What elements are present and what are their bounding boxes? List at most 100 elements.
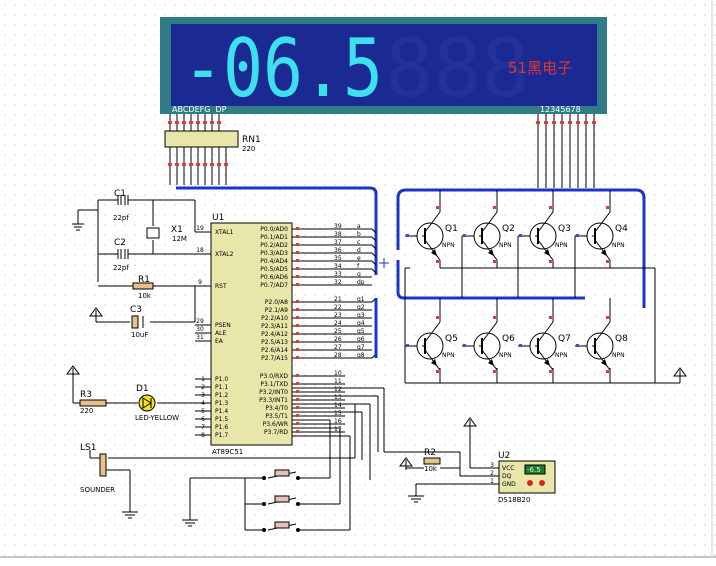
u1-pin-number: 8 bbox=[201, 432, 205, 439]
u2-name: U2 bbox=[498, 451, 510, 461]
d1-name: D1 bbox=[136, 384, 149, 394]
u1-pin-number: 10 bbox=[334, 370, 342, 377]
u1-microcontroller[interactable]: U1 AT89C51 bbox=[210, 213, 293, 456]
u1-pin-label: P3.5/T1 bbox=[265, 413, 288, 420]
u1-pin-number: 11 bbox=[334, 378, 342, 385]
u1-pin-label: P3.7/RD bbox=[264, 429, 288, 436]
transistor-type: NPN bbox=[612, 242, 625, 249]
u1-pin-label: P0.7/AD7 bbox=[260, 282, 288, 289]
u1-pin-number: 33 bbox=[334, 271, 342, 278]
u1-pin-number: 1 bbox=[201, 376, 205, 383]
u1-pin-number: 2 bbox=[201, 384, 205, 391]
u1-pin-number: 17 bbox=[334, 426, 342, 433]
ls1-value: SOUNDER bbox=[80, 486, 115, 494]
x1-value: 12M bbox=[172, 235, 187, 243]
p2-net-label: q5 bbox=[357, 328, 365, 335]
u1-pin-number: 37 bbox=[334, 239, 342, 246]
r3-name: R3 bbox=[80, 390, 92, 400]
d1-value: LED-YELLOW bbox=[135, 414, 179, 422]
p2-net-label: q8 bbox=[357, 352, 365, 359]
u1-pin-number: 28 bbox=[334, 352, 342, 359]
transistor-type: NPN bbox=[555, 242, 568, 249]
ls1-name: LS1 bbox=[80, 443, 96, 453]
u1-pin-number: 30 bbox=[196, 326, 204, 333]
u1-pin-label: P0.5/AD5 bbox=[260, 266, 288, 273]
x1-crystal[interactable]: X1 12M bbox=[146, 225, 187, 243]
r1-resistor[interactable]: R1 10k bbox=[132, 275, 154, 300]
c1-capacitor[interactable]: C1 22pf bbox=[113, 189, 129, 222]
u1-pin-label: P2.2/A10 bbox=[261, 315, 288, 322]
display-segment-pin-markers bbox=[168, 121, 221, 124]
transistor-type: NPN bbox=[499, 242, 512, 249]
display-digit-pin-labels: 12345678 bbox=[540, 105, 581, 114]
r3-value: 220 bbox=[80, 407, 93, 415]
u1-pin-number: 35 bbox=[334, 255, 342, 262]
p0-net-label: c bbox=[357, 239, 360, 246]
u1-pin-label: P0.0/AD0 bbox=[260, 226, 288, 233]
u1-pin-number: 27 bbox=[334, 344, 342, 351]
transistor-type: NPN bbox=[499, 352, 512, 359]
u1-pin-label: XTAL2 bbox=[215, 251, 234, 258]
u1-pin-label: P0.2/AD2 bbox=[260, 242, 288, 249]
seven-segment-display[interactable]: -06.5 888 51黑电子 ABCDEFG DP 12345678 bbox=[160, 17, 607, 115]
u2-pin-label: GND bbox=[502, 481, 516, 488]
u1-pin-label: P1.6 bbox=[215, 424, 228, 431]
push-button-3[interactable] bbox=[262, 521, 300, 532]
transistor-name: Q7 bbox=[558, 334, 571, 344]
display-digit-pin-markers bbox=[536, 121, 596, 124]
rn1-resistor-network[interactable]: RN1 220 bbox=[164, 130, 261, 153]
u1-pin-label: P3.2/INT0 bbox=[259, 389, 288, 396]
c3-capacitor[interactable]: C3 10uF bbox=[130, 305, 148, 339]
u1-pin-number: 5 bbox=[201, 408, 205, 415]
p0-net-label: a bbox=[357, 223, 361, 230]
r2-resistor[interactable]: R2 10k bbox=[423, 448, 441, 473]
push-button-1[interactable] bbox=[262, 469, 300, 480]
u1-pin-label: EA bbox=[215, 338, 224, 345]
display-segment-pin-labels: ABCDEFG DP bbox=[172, 105, 227, 114]
u1-pin-number: 22 bbox=[334, 304, 342, 311]
u2-reading: -6.5 bbox=[527, 466, 541, 474]
crystal-oscillator-circuit bbox=[72, 195, 211, 323]
u1-pin-number: 34 bbox=[334, 263, 342, 270]
u2-temperature-sensor[interactable]: -6.5 U2 DS18B20 bbox=[498, 451, 556, 504]
rn1-name: RN1 bbox=[242, 135, 261, 145]
r3-resistor[interactable]: R3 220 bbox=[79, 390, 107, 415]
sounder-wires bbox=[89, 450, 355, 519]
u1-pin-number: 12 bbox=[334, 386, 342, 393]
display-brand-label: 51黑电子 bbox=[508, 59, 572, 77]
display-digit-pins bbox=[537, 114, 595, 188]
push-button-2[interactable] bbox=[262, 495, 300, 506]
c2-capacitor[interactable]: C2 22pf bbox=[113, 238, 129, 272]
c3-name: C3 bbox=[130, 305, 142, 315]
transistor-type: NPN bbox=[442, 352, 455, 359]
p0-net-label: b bbox=[357, 231, 361, 238]
ls1-sounder[interactable]: LS1 SOUNDER bbox=[80, 443, 115, 494]
u1-pin-label: P2.0/A8 bbox=[265, 299, 288, 306]
rn1-value: 220 bbox=[242, 145, 255, 153]
p2-net-label: q4 bbox=[357, 320, 365, 327]
u1-pin-label: P2.3/A11 bbox=[261, 323, 288, 330]
canvas-bottom-border bbox=[0, 556, 716, 566]
p0-net-label: d bbox=[357, 247, 361, 254]
u1-pin-number: 32 bbox=[334, 279, 342, 286]
u1-part: AT89C51 bbox=[212, 448, 243, 456]
d1-led[interactable]: D1 LED-YELLOW bbox=[135, 384, 179, 422]
u1-pin-label: P0.1/AD1 bbox=[260, 234, 288, 241]
u1-pin-number: 24 bbox=[334, 320, 342, 327]
u1-pin-number: 38 bbox=[334, 231, 342, 238]
u2-pin-number: 2 bbox=[490, 470, 494, 477]
